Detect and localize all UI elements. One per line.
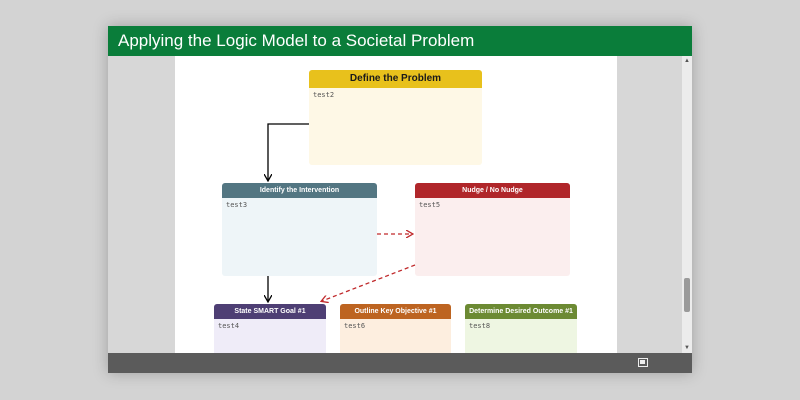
key-objective-header: Outline Key Objective #1 [340,304,451,319]
define-problem-header: Define the Problem [309,70,482,88]
desired-outcome-title: Determine Desired Outcome #1 [469,308,573,315]
scrollbar-thumb[interactable] [684,278,690,312]
arrow-nudge-to-smart-goal [322,264,416,301]
smart-goal-title: State SMART Goal #1 [234,308,306,315]
nudge-box[interactable]: Nudge / No Nudge test5 [415,183,570,276]
define-problem-content[interactable]: test2 [313,91,335,99]
desired-outcome-box[interactable]: Determine Desired Outcome #1 test8 [465,304,577,353]
connector-arrows [175,123,416,353]
desired-outcome-content[interactable]: test8 [469,322,491,330]
smart-goal-header: State SMART Goal #1 [214,304,326,319]
define-problem-title: Define the Problem [349,73,442,84]
identify-intervention-header: Identify the Intervention [222,183,377,198]
key-objective-box[interactable]: Outline Key Objective #1 test6 [340,304,451,353]
identify-intervention-box[interactable]: Identify the Intervention test3 [222,183,377,276]
smart-goal-box[interactable]: State SMART Goal #1 test4 [214,304,326,353]
app-window: Applying the Logic Model to a Societal P… [108,26,692,373]
vertical-scrollbar[interactable]: ▲ ▼ [682,56,692,353]
key-objective-content[interactable]: test6 [344,322,366,330]
scroll-down-arrow-icon[interactable]: ▼ [684,345,690,351]
nudge-header: Nudge / No Nudge [415,183,570,198]
nudge-content[interactable]: test5 [419,201,441,209]
nudge-title: Nudge / No Nudge [462,187,523,194]
window-title: Applying the Logic Model to a Societal P… [118,31,475,50]
content-viewport: Define the Problem test2 Identify the In… [108,56,692,353]
smart-goal-content[interactable]: test4 [218,322,240,330]
arrow-define-to-intervention [268,123,309,180]
identify-intervention-content[interactable]: test3 [226,201,248,209]
key-objective-title: Outline Key Objective #1 [354,308,437,315]
define-problem-box[interactable]: Define the Problem test2 [309,70,482,165]
title-bar: Applying the Logic Model to a Societal P… [108,26,692,56]
fullscreen-icon[interactable] [638,358,648,367]
desired-outcome-header: Determine Desired Outcome #1 [465,304,577,319]
footer-bar [108,353,692,373]
fullscreen-icon-inner [640,360,645,364]
scroll-up-arrow-icon[interactable]: ▲ [684,58,690,64]
identify-intervention-title: Identify the Intervention [259,187,340,194]
logic-model-canvas: Define the Problem test2 Identify the In… [175,56,617,353]
